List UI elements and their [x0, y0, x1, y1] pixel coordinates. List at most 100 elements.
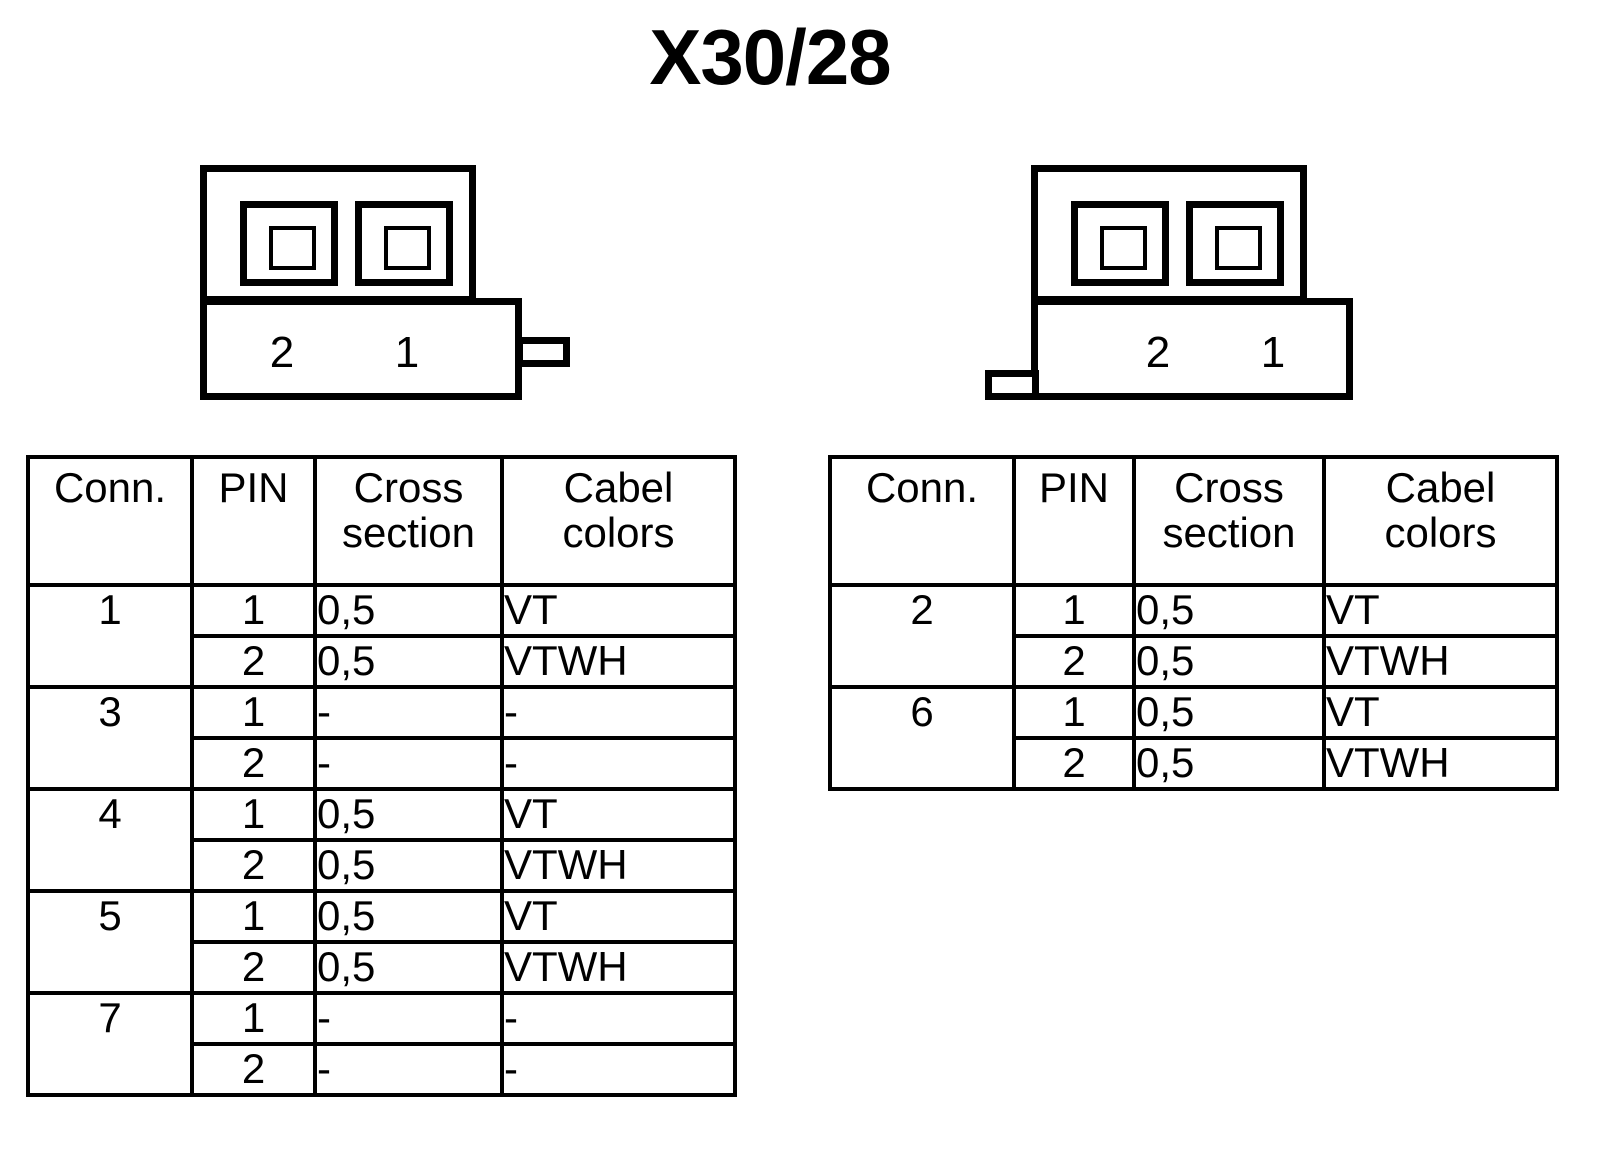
column-header-cross-section-line1: Cross	[353, 464, 464, 511]
cell-cabel-color: VT	[500, 889, 737, 944]
cell-cross-section: -	[313, 685, 504, 740]
cell-cabel-color: VT	[500, 787, 737, 842]
cell-conn: 1	[26, 583, 194, 689]
cell-cabel-color: -	[500, 991, 737, 1046]
column-header-cabel-colors: Cabel colors	[500, 455, 737, 587]
column-header-conn: Conn.	[828, 455, 1016, 587]
table-row: 2 - -	[28, 1042, 737, 1097]
column-header-pin: PIN	[190, 455, 317, 587]
cell-cabel-color: -	[500, 736, 737, 791]
table-row: 6 1 0,5 VT	[828, 685, 1559, 791]
left-table-body: 1 1 0,5 VT 2 0,5 VTWH 3 1 - - 2 - - 4 1 …	[26, 583, 737, 1097]
pin-assignment-table-right: Conn. PIN Cross section Cabel colors 2 1…	[828, 455, 1559, 791]
column-header-pin-line1: PIN	[1038, 464, 1109, 511]
cell-pin: 2	[190, 736, 317, 791]
table-row: 3 1 - -	[26, 685, 737, 791]
cell-cabel-color: VTWH	[500, 634, 737, 689]
table-row: 2 0,5 VTWH	[28, 940, 737, 995]
cell-cabel-color: VT	[1322, 583, 1559, 638]
cell-cross-section: 0,5	[1132, 685, 1326, 740]
connector-left-latch-tab	[516, 337, 570, 367]
table-row: 2 0,5 VTWH	[830, 634, 1559, 689]
connector-right-pin-2-inner	[1100, 226, 1147, 270]
connector-right-pin-label-1: 1	[1260, 328, 1286, 377]
cell-pin: 1	[190, 685, 317, 740]
connector-left-pin-1-outer	[355, 201, 453, 286]
cell-pin: 1	[1012, 685, 1136, 740]
column-header-cross-section-line1: Cross	[1174, 464, 1284, 511]
cell-pin: 1	[1012, 583, 1136, 638]
connector-left-pin-label-2: 2	[269, 328, 295, 377]
cell-cross-section: 0,5	[313, 838, 504, 893]
pin-assignment-table-left: Conn. PIN Cross section Cabel colors 1 1…	[26, 455, 737, 1097]
cell-cross-section: 0,5	[313, 889, 504, 944]
column-header-cabel-colors-line2: colors	[562, 509, 675, 557]
table-row: 5 1 0,5 VT	[26, 889, 737, 995]
connector-left-pin-2-outer	[240, 201, 338, 286]
table-header-row: Conn. PIN Cross section Cabel colors	[828, 455, 1559, 587]
column-header-cabel-colors-line1: Cabel	[1385, 464, 1496, 511]
table-row: 7 1 - -	[26, 991, 737, 1097]
connector-right-pin-1-inner	[1215, 226, 1262, 270]
cell-cross-section: 0,5	[313, 940, 504, 995]
column-header-cross-section: Cross section	[1132, 455, 1326, 587]
connector-left-pin-label-1: 1	[394, 328, 420, 377]
cell-conn: 6	[828, 685, 1016, 791]
cell-pin: 2	[1012, 634, 1136, 689]
column-header-cabel-colors-line1: Cabel	[563, 464, 674, 511]
table-row: 1 1 0,5 VT	[26, 583, 737, 689]
column-header-conn-line1: Conn.	[865, 464, 979, 511]
cell-pin: 2	[190, 940, 317, 995]
connector-right-latch-tab	[985, 370, 1039, 400]
cell-cabel-color: -	[500, 1042, 737, 1097]
column-header-cabel-colors-line2: colors	[1384, 509, 1497, 557]
connector-right-lower-body: 2 1	[1031, 298, 1353, 400]
cell-conn: 5	[26, 889, 194, 995]
connector-right-pin-label-2: 2	[1145, 328, 1171, 377]
connector-left-pin-2-inner	[269, 226, 316, 270]
cell-pin: 1	[190, 991, 317, 1046]
connector-left-pin-1-inner	[384, 226, 431, 270]
cell-pin: 2	[190, 838, 317, 893]
page-title: X30/28	[649, 13, 891, 101]
connector-right-upper-housing	[1031, 165, 1307, 303]
connector-right-pin-2-outer	[1071, 201, 1169, 286]
cell-cross-section: 0,5	[313, 787, 504, 842]
cell-cabel-color: VT	[1322, 685, 1559, 740]
cell-conn: 3	[26, 685, 194, 791]
column-header-cross-section: Cross section	[313, 455, 504, 587]
column-header-cross-section-line2: section	[341, 509, 476, 557]
table-row: 2 0,5 VTWH	[830, 736, 1559, 791]
cell-cross-section: 0,5	[1132, 634, 1326, 689]
table-row: 2 - -	[28, 736, 737, 791]
cell-cabel-color: VT	[500, 583, 737, 638]
cell-cross-section: -	[313, 736, 504, 791]
cell-conn: 2	[828, 583, 1016, 689]
cell-cabel-color: -	[500, 685, 737, 740]
column-header-pin: PIN	[1012, 455, 1136, 587]
column-header-cabel-colors: Cabel colors	[1322, 455, 1559, 587]
connector-right-pin-1-outer	[1186, 201, 1284, 286]
cell-cross-section: 0,5	[313, 583, 504, 638]
column-header-pin-line1: PIN	[218, 464, 289, 511]
cell-pin: 1	[190, 583, 317, 638]
cell-pin: 1	[190, 889, 317, 944]
cell-cabel-color: VTWH	[1322, 736, 1559, 791]
connector-diagram-right: 2 1	[985, 165, 1365, 400]
cell-cabel-color: VTWH	[500, 940, 737, 995]
cell-cross-section: 0,5	[313, 634, 504, 689]
cell-pin: 2	[190, 634, 317, 689]
cell-cabel-color: VTWH	[1322, 634, 1559, 689]
cell-cabel-color: VTWH	[500, 838, 737, 893]
column-header-conn: Conn.	[26, 455, 194, 587]
table-row: 4 1 0,5 VT	[26, 787, 737, 893]
connector-left-lower-body: 2 1	[200, 298, 522, 400]
table-row: 2 0,5 VTWH	[28, 838, 737, 893]
connector-left-upper-housing	[200, 165, 476, 303]
cell-cross-section: -	[313, 1042, 504, 1097]
cell-conn: 4	[26, 787, 194, 893]
cell-cross-section: -	[313, 991, 504, 1046]
cell-conn: 7	[26, 991, 194, 1097]
right-table-body: 2 1 0,5 VT 2 0,5 VTWH 6 1 0,5 VT 2 0,5 V…	[828, 583, 1559, 791]
cell-pin: 2	[1012, 736, 1136, 791]
